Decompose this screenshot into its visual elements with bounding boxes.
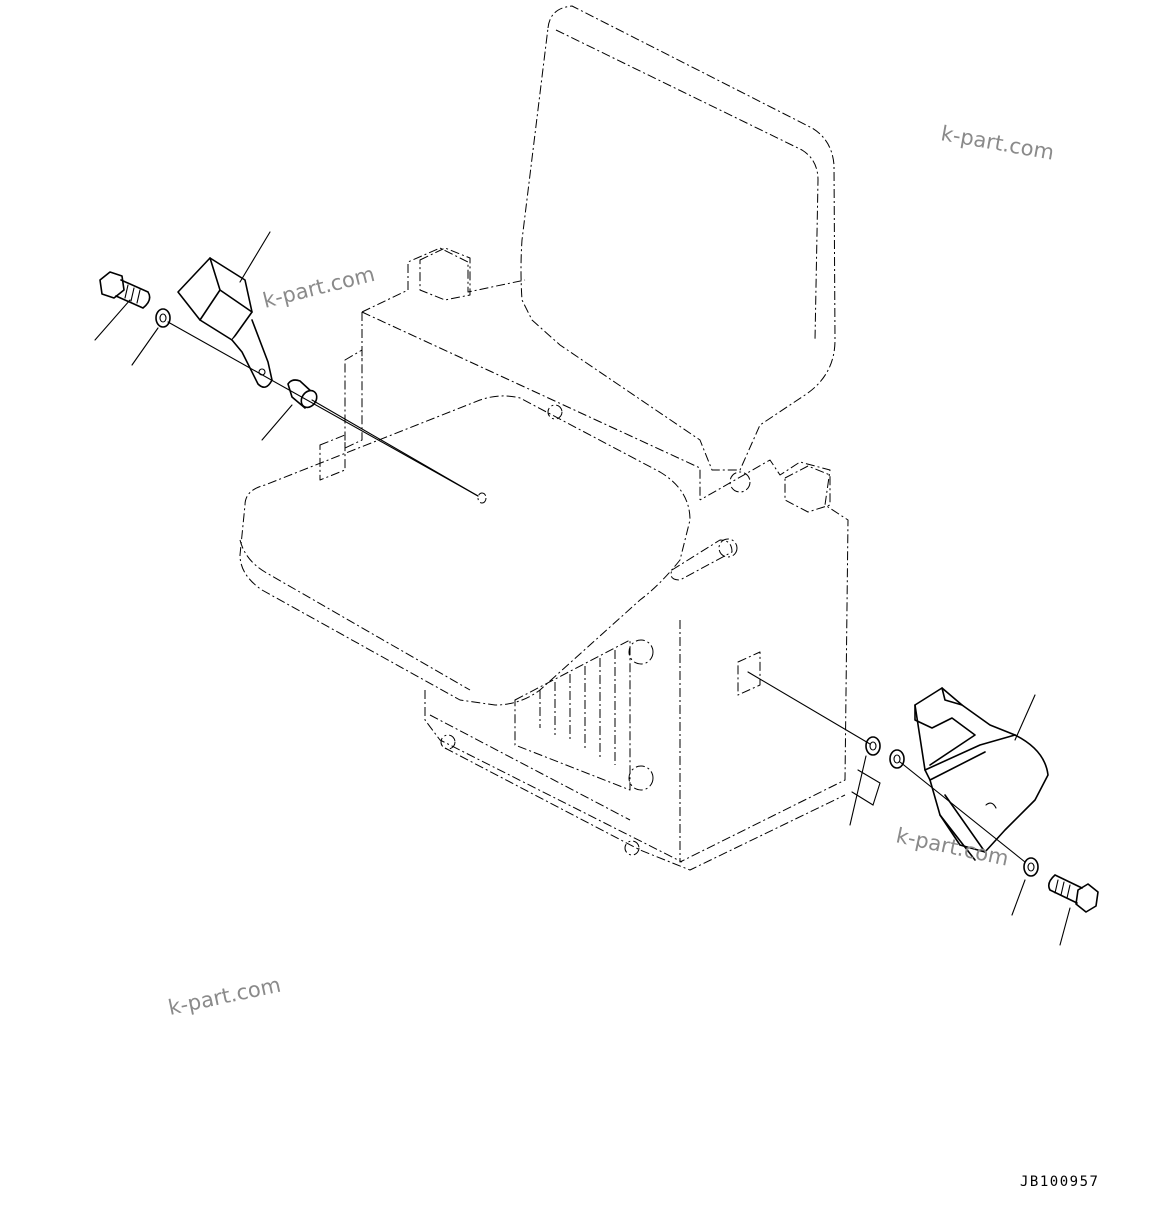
seat-base-right-side [679,459,849,863]
bolt-icon [99,271,151,309]
base-foot-nut [440,734,456,750]
leader-lines [94,231,1071,946]
watermark: k-part.com [166,973,283,1020]
base-foot-nut-2 [624,840,640,856]
pivot-upper [729,471,751,493]
seat-assembly [239,5,849,871]
seat-cushion [239,395,691,706]
base-nut-lower [628,765,654,791]
recline-lever [670,539,733,581]
seat-belt-buckle [177,257,273,388]
mount-bracket-left [419,247,471,301]
seat-backrest [520,5,836,471]
watermark: k-part.com [939,121,1056,164]
backrest-inner-edge [555,29,819,341]
drawing-code: JB100957 [1020,1174,1099,1190]
mount-bracket-right [784,465,831,513]
buckle-mount-hole [477,492,487,504]
bolt-icon [1048,874,1099,913]
base-front-face [424,690,846,871]
vent-louvers [514,639,631,791]
seat-base-top [361,247,701,500]
base-nut-upper [628,639,654,665]
retractor-mount-plate [737,651,761,696]
washer-icon [155,308,171,328]
hinge-knob [547,404,563,420]
pivot-lower [718,538,738,558]
seat-belt-retractor [914,687,1049,861]
collar-icon [287,379,318,409]
seat-base-box [319,349,363,481]
washer-icon [865,736,1039,877]
watermark: k-part.com [260,262,377,313]
cushion-lower-edge [239,539,471,691]
